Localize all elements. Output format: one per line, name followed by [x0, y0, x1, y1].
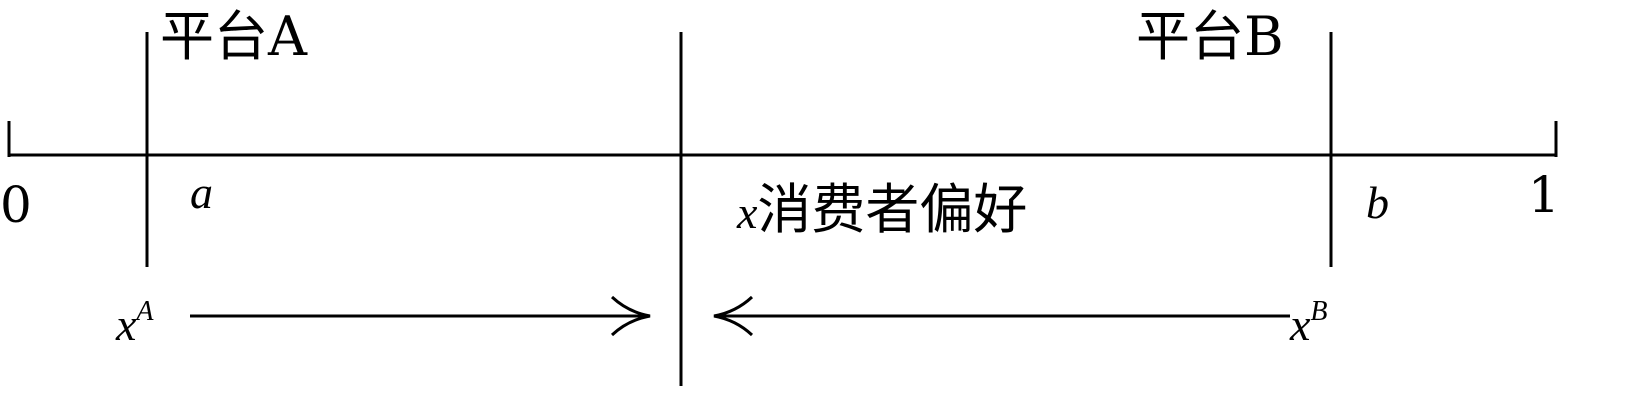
arrow-b-sup: B	[1310, 296, 1327, 327]
arrow-b-label: xB	[1289, 296, 1328, 350]
arrow-a-label: xA	[115, 296, 154, 350]
preference-variable: x	[736, 187, 758, 238]
position-a-label: a	[190, 167, 213, 218]
axis-end-label: 1	[1528, 166, 1560, 224]
arrow-a-base: x	[115, 299, 137, 350]
position-b-label: b	[1366, 177, 1389, 228]
platform-b-label: 平台B	[1136, 5, 1284, 68]
platform-a-label: 平台A	[160, 5, 308, 68]
arrow-b-base: x	[1289, 299, 1311, 350]
arrow-a-sup: A	[134, 296, 154, 327]
axis-start-label: 0	[0, 176, 32, 234]
arrow-left	[713, 295, 1290, 337]
preference-label-group: x消费者偏好	[736, 178, 1027, 241]
arrow-right	[190, 295, 651, 337]
preference-label: 消费者偏好	[757, 178, 1027, 241]
